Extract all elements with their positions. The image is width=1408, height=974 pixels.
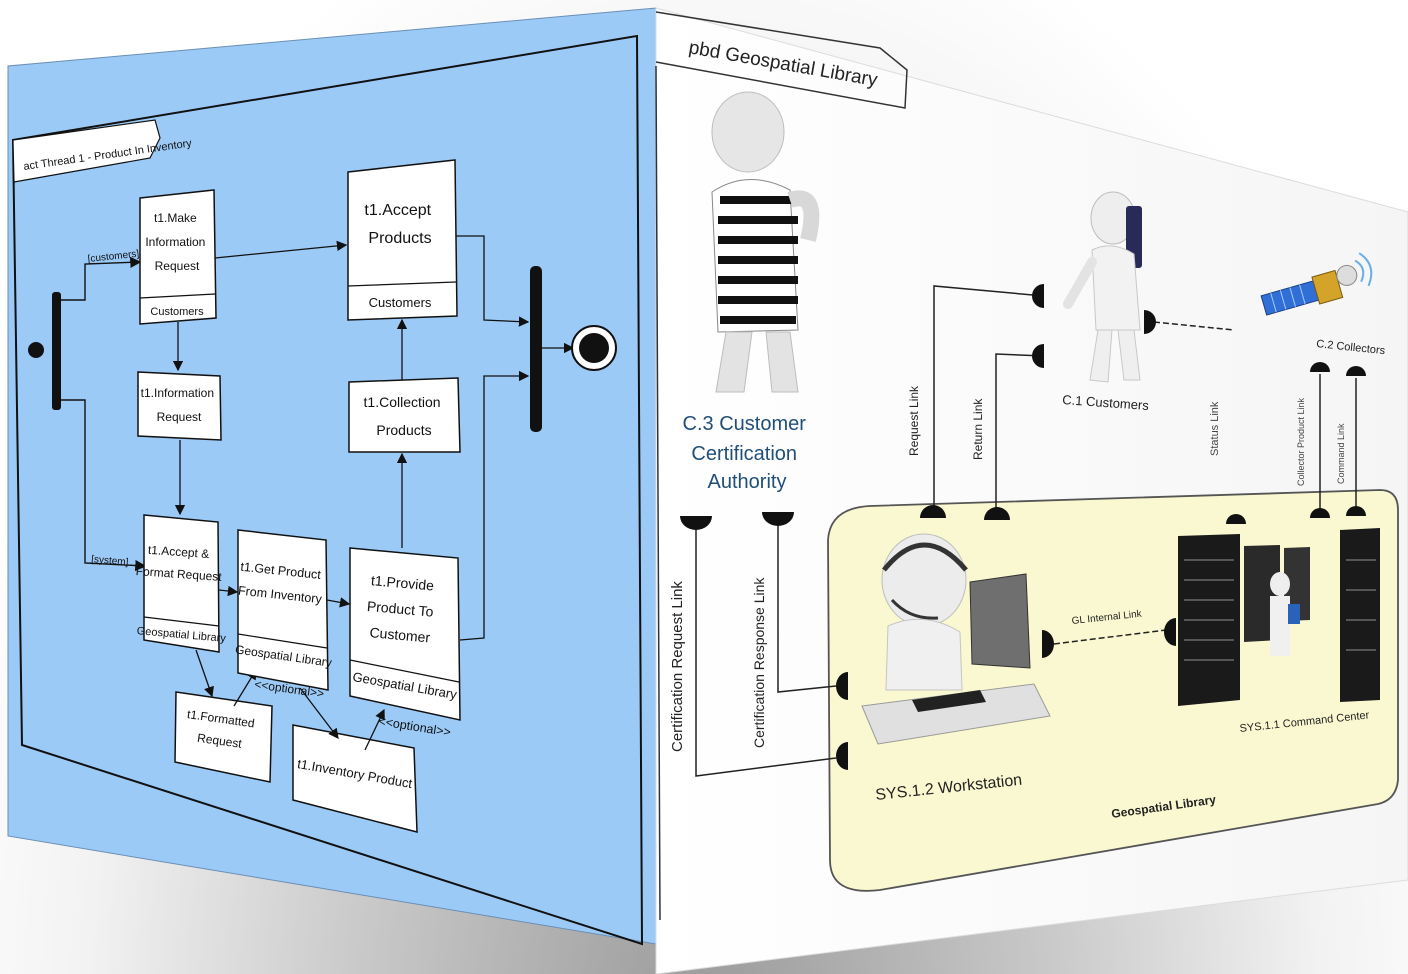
accept-products-line-1: t1.Accept — [364, 202, 431, 219]
workstation-figure — [861, 533, 1051, 745]
satellite-figure — [1260, 252, 1373, 316]
guard-customers: [customers] — [87, 249, 140, 265]
initial-node — [28, 342, 44, 358]
server-racks — [1178, 528, 1380, 706]
make-request-lane: Customers — [150, 306, 204, 318]
pbd-frame-edge — [655, 65, 661, 921]
guard-system: [system] — [91, 554, 129, 568]
edge-accept-to-formatted — [195, 649, 214, 698]
return-link-line — [995, 353, 1045, 512]
authority-label: C.3 Customer Certification Authority — [683, 413, 812, 493]
info-request-line-1: t1.Information — [141, 386, 214, 400]
cert-response-link-line — [777, 516, 837, 693]
object-information-request: t1.Information Request — [137, 371, 222, 441]
svg-text:t1.Collection Products: t1.Collection Products — [364, 394, 445, 438]
provide-product-line-3: Customer — [369, 624, 431, 645]
status-link-line — [1153, 321, 1235, 331]
status-link-label: Status Link — [1209, 401, 1221, 456]
accept-format-line-2: Format Request — [135, 564, 222, 584]
cert-response-link-label: Certification Response Link — [751, 577, 767, 748]
activity-frame — [11, 34, 644, 946]
request-link-label: Request Link — [907, 385, 921, 456]
object-inventory-product: t1.Inventory Product — [292, 724, 418, 833]
cert-request-link-label: Certification Request Link — [669, 581, 686, 752]
pbd-frame-tab — [655, 11, 908, 109]
svg-text:t1.Accept Products: t1.Accept Products — [364, 202, 435, 247]
final-node-inner — [579, 333, 609, 363]
edge-to-accept-format — [60, 399, 147, 572]
svg-text:t1.Accept & Format Reque: t1.Accept & Format Request — [135, 542, 224, 584]
provide-product-line-1: t1.Provide — [370, 572, 434, 593]
edge-make-to-accept — [214, 240, 348, 259]
join-bar — [530, 266, 542, 432]
info-request-line-2: Request — [157, 410, 202, 424]
collection-products-line-1: t1.Collection — [364, 394, 441, 410]
activity-frame-tab — [12, 119, 161, 183]
svg-text:t1.Make Information: t1.Make Information Request — [145, 211, 208, 273]
svg-text:t1.Information Request: t1.Information Request — [141, 386, 218, 424]
edge-get-to-inventory — [299, 687, 339, 740]
action-accept-products: t1.Accept Products Customers — [347, 159, 458, 321]
accept-format-line-1: t1.Accept & — [148, 543, 210, 561]
action-provide-product: t1.Provide Product To Customer Geospatia… — [349, 547, 461, 721]
fork-bar — [52, 292, 61, 410]
action-accept-format: t1.Accept & Format Request Geospatial Li… — [135, 514, 227, 653]
object-collection-products: t1.Collection Products — [348, 377, 461, 453]
cert-request-link-line — [695, 520, 837, 777]
make-request-line-1: t1.Make — [154, 211, 197, 225]
customers-label: C.1 Customers — [1062, 392, 1150, 413]
authority-figure — [711, 91, 820, 393]
accept-products-line-2: Products — [368, 230, 431, 247]
provide-product-line-2: Product To — [366, 598, 434, 620]
request-link-line — [933, 285, 1045, 510]
svg-text:t1.Provide Product To: t1.Provide Product To Customer — [364, 572, 440, 646]
edge-accept-to-get — [218, 585, 239, 597]
action-get-product: t1.Get Product From Inventory Geospatial… — [234, 529, 333, 691]
edge-inventory-to-provide — [364, 708, 385, 751]
edge-get-to-provide — [326, 597, 351, 608]
accept-products-lane: Customers — [369, 295, 432, 310]
gl-internal-link-line — [1053, 629, 1167, 645]
object-formatted-request: t1.Formatted Request — [174, 691, 273, 783]
collector-product-link-label: Collector Product Link — [1296, 397, 1306, 486]
edge-provide-to-join — [459, 370, 530, 641]
make-request-line-3: Request — [155, 259, 200, 273]
formatted-request-line-2: Request — [196, 731, 243, 751]
edge-to-make-request — [60, 256, 142, 301]
authority-line-3: Authority — [708, 471, 787, 493]
authority-line-2: Certification — [691, 443, 797, 465]
customers-figure — [1063, 191, 1142, 383]
collection-products-line-2: Products — [376, 422, 431, 438]
make-request-line-2: Information — [145, 235, 205, 249]
ports — [680, 284, 1366, 770]
return-link-label: Return Link — [971, 398, 985, 460]
command-link-label: Command Link — [1336, 423, 1346, 484]
action-make-request: t1.Make Information Request Customers — [139, 189, 217, 325]
authority-line-1: C.3 Customer — [683, 413, 807, 435]
edge-accept-to-join — [456, 235, 530, 327]
